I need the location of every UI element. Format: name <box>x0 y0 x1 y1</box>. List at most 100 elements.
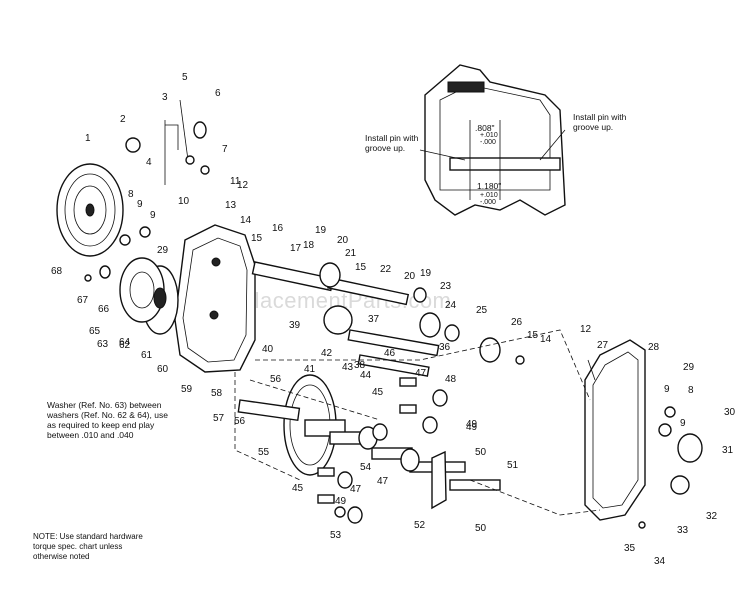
callout: 18 <box>303 240 315 251</box>
callout: 25 <box>476 305 488 316</box>
callout: 61 <box>141 350 153 361</box>
callout: 30 <box>724 407 736 418</box>
callout: 52 <box>414 520 426 531</box>
callout: 28 <box>648 342 660 353</box>
callout: 20 <box>337 235 349 246</box>
callout: 4 <box>146 157 152 168</box>
callout: 9 <box>150 210 156 221</box>
sprocket <box>283 374 346 476</box>
callout: 12 <box>580 324 592 335</box>
callout: 9 <box>137 199 143 210</box>
callout: 68 <box>51 266 63 277</box>
callout: 37 <box>368 314 380 325</box>
callout: 55 <box>258 447 270 458</box>
callout: 60 <box>157 364 169 375</box>
callout: 14 <box>540 334 552 345</box>
callout: 38 <box>354 360 366 371</box>
callout: 12 <box>237 180 249 191</box>
callout: 32 <box>706 511 718 522</box>
left-gear-case <box>174 224 256 373</box>
right-gear-cover <box>584 339 703 521</box>
small-hardware <box>84 99 646 529</box>
callout-labels: 1 2 3 4 5 6 7 8 9 9 10 11 12 13 14 15 16… <box>51 72 736 567</box>
callout: 45 <box>372 387 384 398</box>
callout: 15 <box>251 233 263 244</box>
callout: 47 <box>377 476 389 487</box>
callout: 50 <box>475 523 487 534</box>
callout: 56 <box>234 416 246 427</box>
callout: 19 <box>315 225 327 236</box>
callout: 5 <box>182 72 188 83</box>
callout: 9 <box>664 384 670 395</box>
callout: 6 <box>215 88 221 99</box>
callout: 23 <box>440 281 452 292</box>
callout: 64 <box>119 337 131 348</box>
callout: 7 <box>222 144 228 155</box>
callout: 33 <box>677 525 689 536</box>
callout: 65 <box>89 326 101 337</box>
callout: 36 <box>439 342 451 353</box>
callout: 43 <box>342 362 354 373</box>
assembly-lines <box>234 329 601 516</box>
callout: 53 <box>330 530 342 541</box>
callout: 13 <box>225 200 237 211</box>
callout: 14 <box>240 215 252 226</box>
inset-dim-top: .808" <box>475 123 495 133</box>
hardware-note: NOTE: Use standard hardware torque spec.… <box>33 532 143 561</box>
callout: 29 <box>683 362 695 373</box>
callout: 26 <box>511 317 523 328</box>
callout: 49 <box>466 419 478 430</box>
washer-note: Washer (Ref. No. 63) between washers (Re… <box>47 400 168 440</box>
callout: 58 <box>211 388 223 399</box>
callout: 27 <box>597 340 609 351</box>
callout: 17 <box>290 243 302 254</box>
inset-dim-bottom-tol: +.010 -.000 <box>480 192 498 206</box>
callout: 47 <box>350 484 362 495</box>
callout: 49 <box>466 422 478 433</box>
callout: 62 <box>119 340 131 351</box>
callout: 63 <box>97 339 109 350</box>
inset-cross-section <box>419 64 566 216</box>
callout: 24 <box>445 300 457 311</box>
callout: 59 <box>181 384 193 395</box>
callout: 11 <box>230 176 241 187</box>
callout: 15 <box>527 330 539 341</box>
callout: 34 <box>654 556 666 567</box>
inset-right-label: Install pin with groove up. <box>573 112 627 132</box>
callout: 9 <box>680 418 686 429</box>
left-discs <box>119 257 179 335</box>
inset-dim-bottom: 1.180" <box>477 181 502 191</box>
callout: 8 <box>688 385 694 396</box>
callout: 42 <box>321 348 333 359</box>
callout: 66 <box>98 304 110 315</box>
callout: 21 <box>345 248 357 259</box>
callout: 1 <box>85 133 91 144</box>
callout: 57 <box>213 413 225 424</box>
callout: 45 <box>292 483 304 494</box>
callout: 54 <box>360 462 372 473</box>
callout: 67 <box>77 295 89 306</box>
callout: 35 <box>624 543 636 554</box>
callout: 10 <box>178 196 190 207</box>
callout: 50 <box>475 447 487 458</box>
callout: 47 <box>415 368 427 379</box>
pulley <box>56 163 124 257</box>
callout: 56 <box>270 374 282 385</box>
lower-shafts <box>237 377 501 524</box>
callout: 51 <box>507 460 519 471</box>
callout: 41 <box>304 364 316 375</box>
callout: 40 <box>262 344 274 355</box>
callout: 49 <box>335 496 347 507</box>
callout: 19 <box>420 268 432 279</box>
callout: 46 <box>384 348 396 359</box>
callout: 16 <box>272 223 284 234</box>
callout: 2 <box>120 114 126 125</box>
inset-left-label: Install pin with groove up. <box>365 133 419 153</box>
inset-dim-top-tol: +.010 -.000 <box>480 132 498 146</box>
callout: 29 <box>157 245 169 256</box>
callout: 20 <box>404 271 416 282</box>
callout: 31 <box>722 445 734 456</box>
callout: 8 <box>128 189 134 200</box>
callout: 39 <box>289 320 301 331</box>
